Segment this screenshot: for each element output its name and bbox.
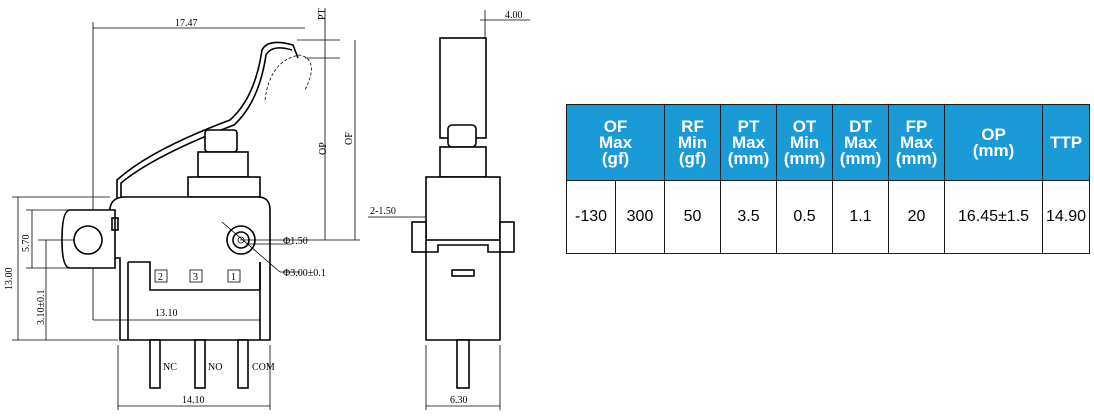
dim-mount-hole: Φ3.00±0.1 (283, 268, 326, 279)
table-cell: 16.45±1.5 (944, 180, 1044, 254)
table-cell: 0.5 (776, 180, 834, 254)
header-row: OF Max (gf) RF Min (gf) PT Max (mm) OT M… (565, 104, 1091, 181)
pin-label-1: 1 (231, 272, 236, 283)
dim-of: OF (344, 132, 355, 145)
dim-op: OP (318, 142, 329, 155)
terminal-com: COM (252, 362, 275, 373)
header-fp: FP Max (mm) (888, 104, 946, 181)
table-cell: 50 (664, 180, 722, 254)
front-view: 4.00 2-1.50 6.30 (368, 10, 530, 410)
dim-pin-hole: Φ1.50 (283, 236, 308, 247)
side-view: 17.47 2 3 1 NC NO (4, 8, 360, 410)
dim-hole-height: 5.70 (21, 235, 32, 253)
header-dt: DT Max (mm) (832, 104, 890, 181)
table-cell: -130 (566, 180, 616, 254)
dim-top-width: 4.00 (505, 10, 523, 21)
header-ot: OT Min (mm) (776, 104, 834, 181)
pin-label-2: 2 (158, 272, 163, 283)
dim-bottom-width: 6.30 (450, 395, 468, 406)
dim-lever-width: 13.10 (155, 308, 178, 319)
header-of: OF Max (gf) (565, 104, 666, 181)
dim-pt: PT (317, 8, 328, 20)
terminal-nc: NC (163, 362, 177, 373)
pin-label-3: 3 (193, 272, 198, 283)
table-row: -130 300 50 3.5 0.5 1.1 20 16.45±1.5 14.… (566, 180, 1091, 254)
dim-height-total: 13.00 (4, 268, 15, 291)
table-cell: 20 (888, 180, 946, 254)
header-rf: RF Min (gf) (664, 104, 722, 181)
dim-mount-height: 3.10±0.1 (36, 290, 47, 326)
table-cell: 14.90 (1042, 180, 1091, 254)
table-cell: 3.5 (720, 180, 778, 254)
technical-drawing: 17.47 2 3 1 NC NO (4, 8, 530, 410)
header-op: OP (mm) (944, 104, 1044, 181)
table-cell: 1.1 (832, 180, 890, 254)
table-cell: 300 (614, 180, 666, 254)
dim-base-width: 14.10 (182, 395, 205, 406)
terminal-no: NO (208, 362, 222, 373)
header-pt: PT Max (mm) (720, 104, 778, 181)
header-ttp: TTP (1042, 104, 1091, 181)
dim-offset: 2-1.50 (370, 206, 396, 217)
dim-overall-width: 17.47 (175, 18, 198, 29)
spec-table: OF Max (gf) RF Min (gf) PT Max (mm) OT M… (565, 104, 1091, 254)
